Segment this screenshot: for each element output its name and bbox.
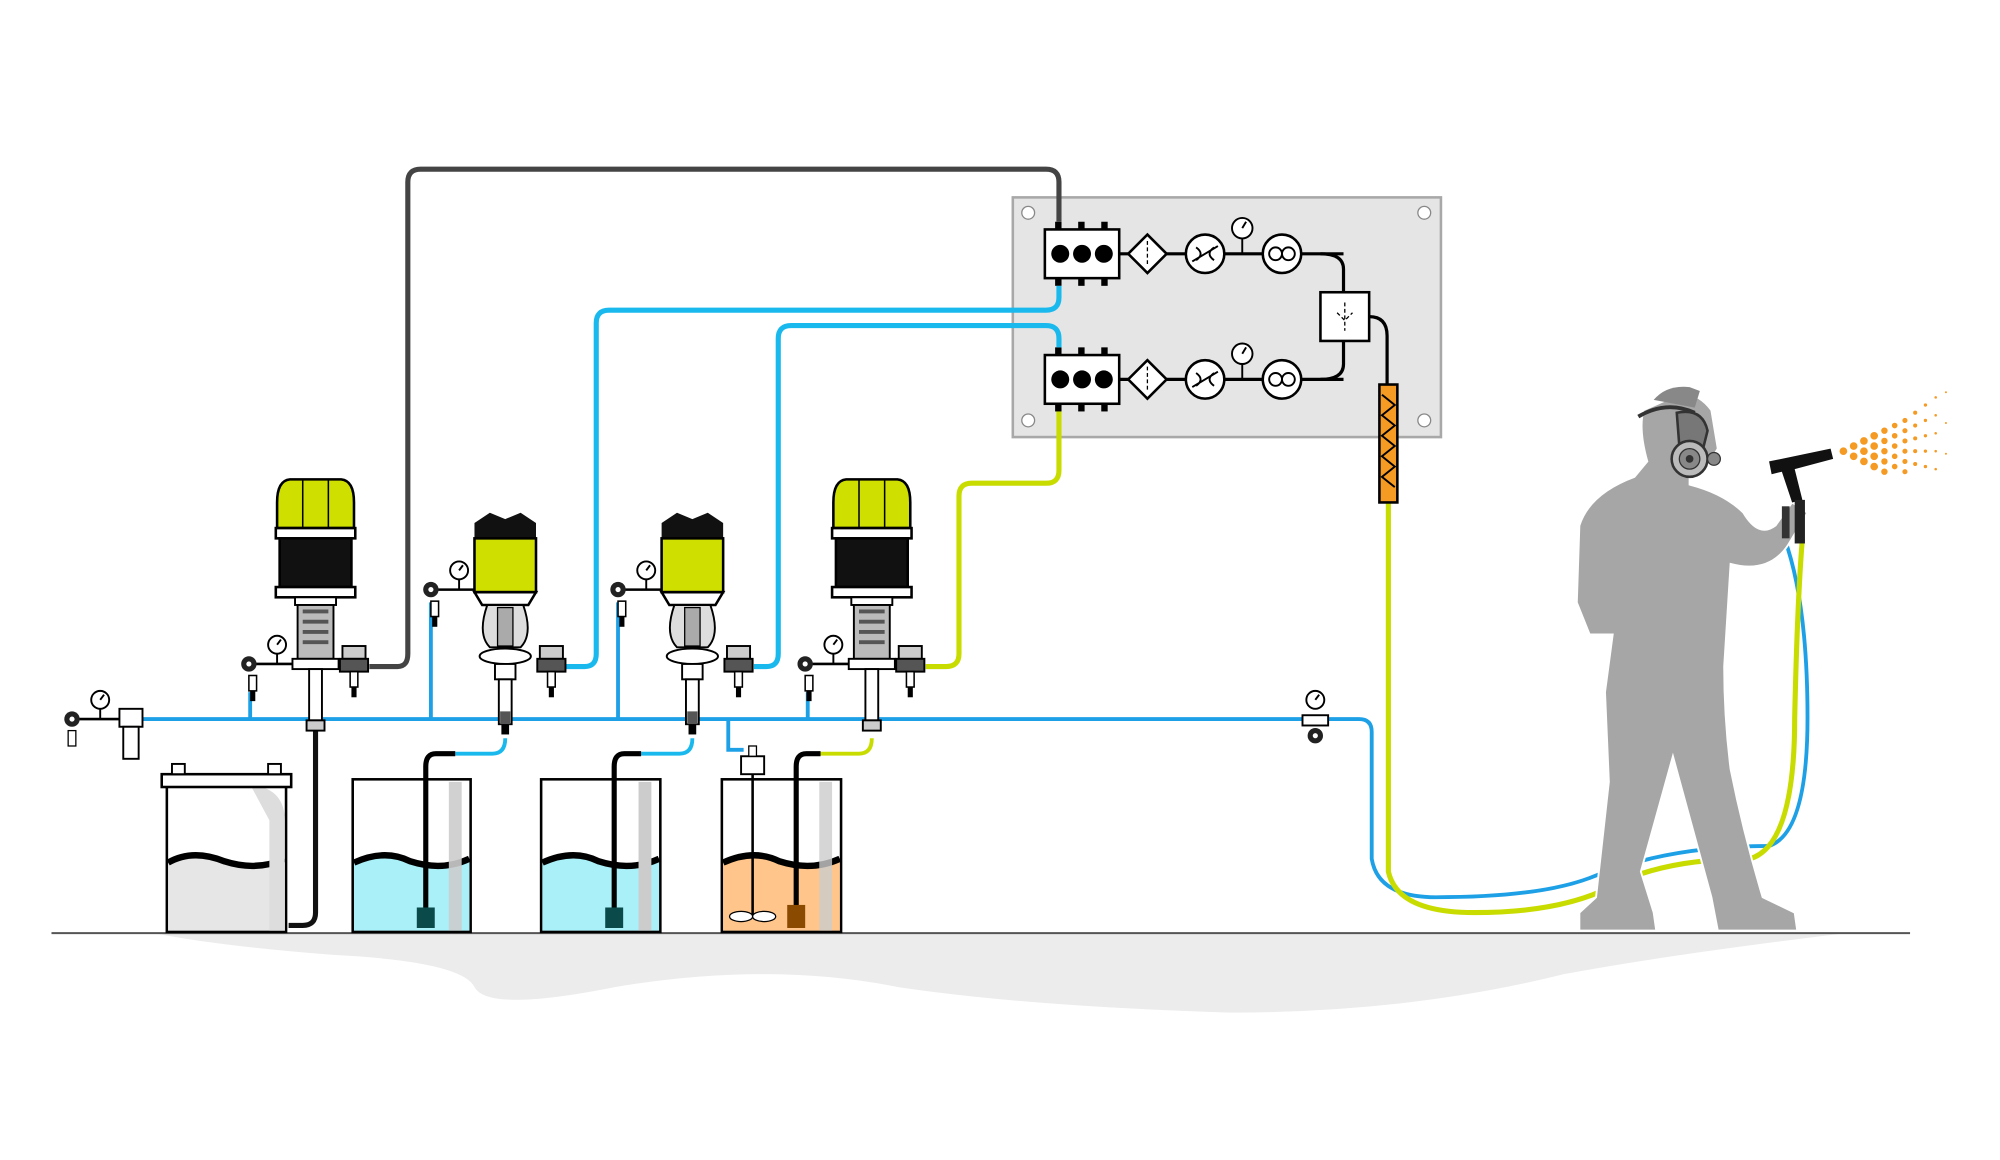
pump-3-air-controls	[610, 561, 661, 626]
pump-1-air-controls	[241, 636, 292, 701]
spray-gun	[1769, 448, 1834, 544]
control-panel	[1011, 196, 1443, 439]
hose-yellow-a	[925, 411, 1062, 670]
manifold-b	[1043, 346, 1121, 413]
respirator-mask	[1637, 405, 1721, 479]
pump-4-valve	[895, 645, 926, 699]
pump-2-valve	[536, 645, 567, 699]
tank-1	[160, 762, 293, 934]
pump-2	[473, 511, 538, 736]
hose-yellow-gun	[1385, 502, 1805, 916]
pump-3	[660, 511, 725, 736]
pump-4	[830, 477, 914, 733]
pump-4-air-controls	[797, 636, 848, 701]
spray-pattern	[1839, 391, 1947, 475]
hose-blue-b	[753, 323, 1062, 670]
main-air-regulator	[64, 689, 144, 760]
pump-1-valve	[338, 645, 370, 699]
hose-dark	[369, 166, 1062, 670]
ground-shadow	[154, 933, 1846, 1013]
tank-2	[351, 751, 472, 934]
tank-4	[720, 745, 843, 934]
hose-blue-a	[564, 285, 1062, 670]
supply-lines	[248, 602, 874, 928]
pump-1	[273, 477, 358, 733]
hose-heater	[1378, 383, 1399, 504]
manifold-a	[1043, 220, 1121, 288]
line-regulator	[1301, 689, 1330, 744]
agitator	[728, 745, 777, 923]
tank-3	[539, 751, 662, 934]
pump-2-air-controls	[423, 561, 474, 626]
pump-3-valve	[723, 645, 754, 699]
